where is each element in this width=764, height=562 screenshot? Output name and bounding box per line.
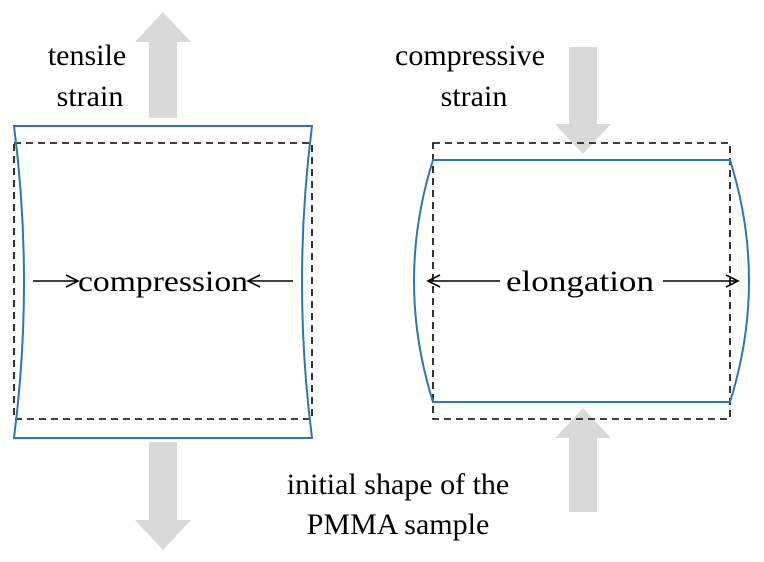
- elongation-arrowhead-left: [426, 274, 441, 288]
- compressive-load-arrow-bottom: [555, 408, 611, 512]
- tensile-load-arrow-down: [135, 442, 191, 550]
- tensile-label-line2: strain: [57, 80, 124, 113]
- compressive-load-arrow-top: [555, 47, 611, 154]
- tensile-panel: tensile strain compression: [12, 12, 314, 550]
- compression-arrowhead-left: [65, 274, 80, 288]
- compression-arrowhead-right: [246, 274, 261, 288]
- compressive-label-line1: compressive: [395, 39, 545, 72]
- elongation-label: elongation: [506, 265, 654, 298]
- tensile-deformed-shape: [12, 125, 314, 439]
- compressive-label-line2: strain: [441, 80, 508, 113]
- initial-shape-label-line1: initial shape of the: [287, 468, 509, 501]
- compression-label: compression: [78, 265, 248, 298]
- elongation-arrowhead-right: [725, 274, 740, 288]
- compressive-deformed-shape: [413, 159, 750, 403]
- initial-shape-label-line2: PMMA sample: [307, 508, 490, 541]
- tensile-load-arrow-up: [135, 12, 191, 118]
- compressive-panel: compressive strain elongation: [395, 39, 750, 512]
- tensile-label-line1: tensile: [48, 39, 126, 72]
- tensile-initial-shape: [13, 142, 313, 420]
